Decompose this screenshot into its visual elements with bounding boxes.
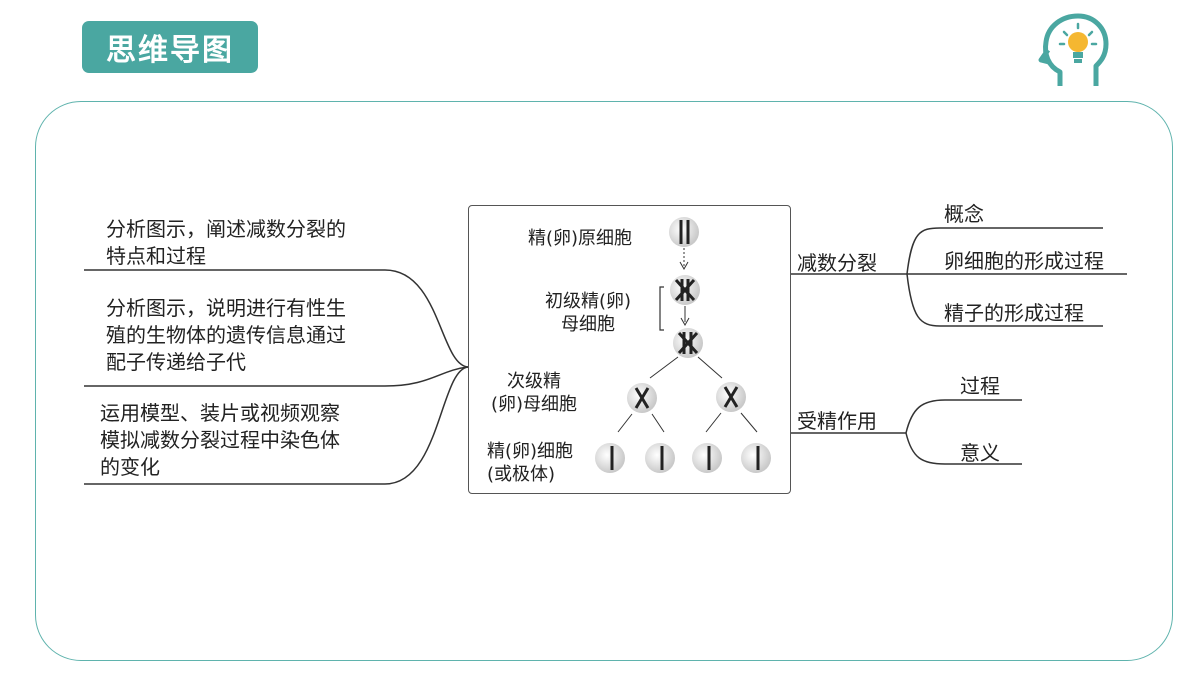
cell-secondary-left — [627, 383, 657, 413]
node-significance: 意义 — [960, 441, 1000, 465]
stage-label-1: 精(卵)原细胞 — [528, 228, 633, 249]
node-sperm-formation: 精子的形成过程 — [944, 301, 1084, 325]
mind-map-frame — [35, 101, 1173, 661]
cell-secondary-right — [716, 382, 746, 412]
cell-primary-1 — [670, 275, 700, 305]
page-title: 思维导图 — [82, 21, 258, 73]
cell-gamete-1 — [595, 443, 625, 473]
meiosis-diagram-box — [468, 205, 791, 494]
cell-gamete-4 — [741, 443, 771, 473]
head-lightbulb-icon — [1038, 13, 1109, 86]
node-process: 过程 — [960, 374, 1000, 398]
goal-text-3: 运用模型、装片或视频观察 模拟减数分裂过程中染色体 的变化 — [100, 401, 340, 479]
cell-gamete-2 — [645, 443, 675, 473]
branch-fertilization: 受精作用 — [797, 409, 877, 433]
stage-label-3: 次级精 (卵)母细胞 — [491, 371, 578, 415]
goal-text-1: 分析图示，阐述减数分裂的 特点和过程 — [106, 217, 346, 268]
cell-original — [669, 217, 699, 247]
branch-meiosis: 减数分裂 — [797, 251, 877, 275]
cell-gamete-3 — [692, 443, 722, 473]
node-egg-formation: 卵细胞的形成过程 — [944, 249, 1104, 273]
cell-primary-2 — [673, 328, 703, 358]
stage-label-2: 初级精(卵) 母细胞 — [545, 291, 632, 335]
goal-text-2: 分析图示，说明进行有性生 殖的生物体的遗传信息通过 配子传递给子代 — [106, 296, 346, 374]
node-concept: 概念 — [944, 202, 984, 226]
stage-label-4: 精(卵)细胞 (或极体) — [487, 441, 574, 485]
